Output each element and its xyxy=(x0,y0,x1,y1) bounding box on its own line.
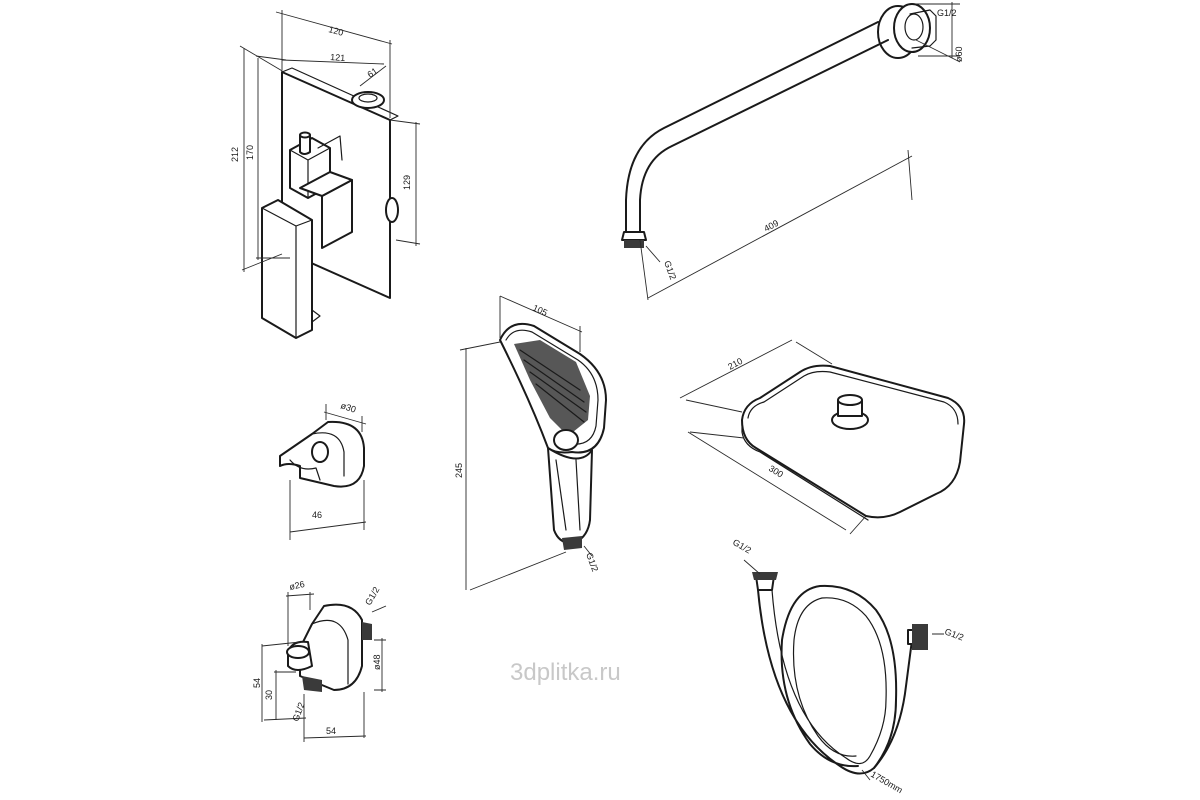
svg-text:46: 46 xyxy=(312,510,322,520)
svg-text:G1/2: G1/2 xyxy=(363,585,381,607)
head-dim-210: 210 xyxy=(726,356,744,372)
elbow-thread-right: G1/2 xyxy=(363,585,381,607)
mixer-dim-61: 61 xyxy=(365,66,379,80)
svg-text:G1/2: G1/2 xyxy=(943,626,965,642)
svg-text:G1/2: G1/2 xyxy=(662,259,678,281)
svg-text:1750mm: 1750mm xyxy=(869,769,904,795)
svg-text:210: 210 xyxy=(726,356,744,372)
shower-head-diagram: 210 300 xyxy=(679,339,966,535)
wall-holder-diagram: ø30 46 xyxy=(279,400,367,540)
shower-arm-diagram: G1/2 ø60 G1/2 409 xyxy=(621,2,964,301)
svg-text:3dplitka.ru: 3dplitka.ru xyxy=(510,659,621,686)
mixer-dim-120: 120 xyxy=(327,24,344,38)
mixer-diagram: 120 121 61 212 170 129 xyxy=(230,10,421,339)
svg-text:409: 409 xyxy=(762,218,780,234)
svg-text:54: 54 xyxy=(326,726,336,736)
holder-dim-46: 46 xyxy=(312,510,322,520)
elbow-diagram: ø26 G1/2 54 30 ø48 G1/2 54 xyxy=(252,579,387,742)
watermark: 3dplitka.ru xyxy=(510,659,621,686)
arm-dim-d60: ø60 xyxy=(954,46,964,62)
hand-shower-diagram: 105 245 G1/2 xyxy=(454,295,607,591)
svg-text:G1/2: G1/2 xyxy=(937,8,957,18)
mixer-dim-212: 212 xyxy=(230,147,240,162)
arm-dim-409: 409 xyxy=(762,218,780,234)
hand-dim-105: 105 xyxy=(531,303,549,318)
arm-thread-bottom: G1/2 xyxy=(662,259,678,281)
holder-dim-d30: ø30 xyxy=(339,400,357,414)
svg-text:ø30: ø30 xyxy=(339,400,357,414)
arm-thread-top: G1/2 xyxy=(937,8,957,18)
svg-text:212: 212 xyxy=(230,147,240,162)
svg-text:ø26: ø26 xyxy=(288,579,305,592)
elbow-dim-d26: ø26 xyxy=(288,579,305,592)
hose-diagram: G1/2 G1/2 1750mm xyxy=(731,537,965,795)
elbow-dim-d48: ø48 xyxy=(372,654,382,670)
hand-dim-245: 245 xyxy=(454,463,464,478)
svg-text:54: 54 xyxy=(252,678,262,688)
mixer-dim-170: 170 xyxy=(245,145,255,160)
svg-text:120: 120 xyxy=(327,24,344,38)
svg-text:105: 105 xyxy=(531,303,549,318)
hose-length: 1750mm xyxy=(869,769,904,795)
svg-text:170: 170 xyxy=(245,145,255,160)
svg-text:245: 245 xyxy=(454,463,464,478)
svg-text:ø48: ø48 xyxy=(372,654,382,670)
svg-text:ø60: ø60 xyxy=(954,46,964,62)
svg-text:129: 129 xyxy=(402,175,412,190)
mixer-dim-129: 129 xyxy=(402,175,412,190)
hose-thread-left: G1/2 xyxy=(731,537,753,555)
elbow-dim-54-horizontal: 54 xyxy=(326,726,336,736)
hose-thread-right: G1/2 xyxy=(943,626,965,642)
elbow-dim-30: 30 xyxy=(264,690,274,700)
hand-thread: G1/2 xyxy=(584,551,600,573)
svg-text:61: 61 xyxy=(365,66,379,80)
svg-text:G1/2: G1/2 xyxy=(584,551,600,573)
svg-text:30: 30 xyxy=(264,690,274,700)
elbow-dim-54-vertical: 54 xyxy=(252,678,262,688)
svg-text:G1/2: G1/2 xyxy=(731,537,753,555)
svg-text:121: 121 xyxy=(330,52,346,63)
mixer-dim-121: 121 xyxy=(330,52,346,63)
